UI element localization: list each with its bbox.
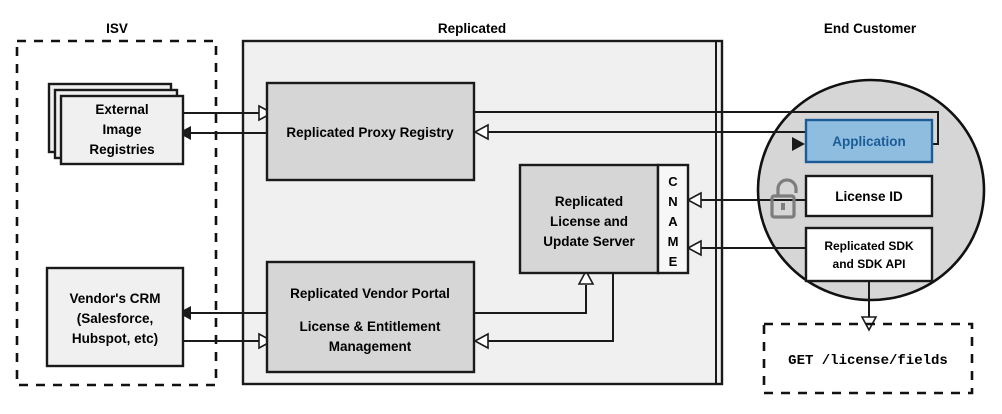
arrowhead-portal-to-crm — [178, 306, 191, 320]
application-box — [804, 118, 934, 164]
arrowhead-license-server-to-portal — [473, 332, 489, 350]
replicated-sdk-label-line-1: Replicated SDK — [824, 239, 914, 253]
zone-title-replicated: Replicated — [438, 21, 506, 36]
arrowhead-registries-to-proxy — [258, 104, 274, 122]
license-server-label-line-3: Update Server — [543, 234, 635, 249]
registries-label-line-1: External — [95, 102, 148, 117]
node-replicated-sdk[interactable]: Replicated SDK and SDK API — [804, 226, 934, 283]
crm-label-line-2: (Salesforce, — [77, 311, 154, 326]
cname-letter-c: C — [668, 174, 678, 189]
license-fields-dashed-box — [762, 322, 974, 395]
arrowhead-application-to-proxy — [473, 123, 489, 141]
proxy-registry-label: Replicated Proxy Registry — [286, 125, 454, 140]
edge-license-server-to-portal — [487, 273, 614, 342]
node-external-image-registries[interactable]: External Image Registries — [47, 82, 185, 166]
node-license-and-update-server[interactable]: Replicated License and Update Server — [518, 163, 660, 275]
license-server-box — [518, 163, 660, 275]
registries-label-line-2: Image — [102, 122, 142, 137]
cname-letter-a: A — [668, 214, 678, 229]
arrowhead-crm-to-portal — [258, 332, 274, 350]
cname-box — [656, 163, 690, 275]
application-label: Application — [832, 134, 906, 149]
node-license-fields-request[interactable]: GET /license/fields — [762, 322, 974, 395]
license-fields-label: GET /license/fields — [788, 353, 948, 369]
node-cname-tab[interactable]: C N A M E — [656, 163, 690, 275]
registries-label-line-3: Registries — [89, 142, 154, 157]
license-server-label-line-2: License and — [550, 214, 628, 229]
vendor-portal-label-line-3: Management — [329, 339, 412, 354]
arrowhead-portal-to-license-server — [577, 269, 595, 285]
edge-portal-to-license-server — [474, 285, 587, 314]
node-license-id[interactable]: License ID — [804, 174, 934, 218]
vendor-portal-label-line-2: License & Entitlement — [299, 319, 441, 334]
arrowhead-proxy-to-registries — [178, 126, 191, 140]
zone-title-end-customer: End Customer — [824, 21, 917, 36]
node-application[interactable]: Application — [804, 118, 934, 164]
replicated-sdk-label-line-2: and SDK API — [833, 257, 906, 271]
cname-letter-m: M — [668, 234, 679, 249]
proxy-registry-box — [265, 81, 476, 182]
arrowhead-licenseid-to-cname — [686, 191, 702, 209]
vendor-portal-label-line-1: Replicated Vendor Portal — [290, 286, 450, 301]
node-replicated-vendor-portal[interactable]: Replicated Vendor Portal License & Entit… — [265, 260, 476, 374]
node-vendors-crm[interactable]: Vendor's CRM (Salesforce, Hubspot, etc) — [45, 266, 185, 368]
crm-box — [45, 266, 185, 368]
unlock-icon — [770, 178, 798, 219]
zone-title-isv: ISV — [106, 21, 128, 36]
arrowhead-sdk-to-cname — [686, 239, 702, 257]
registry-stack-layer-front — [59, 94, 185, 166]
vendor-portal-box — [265, 260, 476, 374]
node-replicated-proxy-registry[interactable]: Replicated Proxy Registry — [265, 81, 476, 182]
license-server-label-line-1: Replicated — [555, 194, 623, 209]
cname-letter-n: N — [668, 194, 677, 209]
crm-label-line-1: Vendor's CRM — [70, 291, 161, 306]
license-id-label: License ID — [835, 189, 903, 204]
arrowhead-proxy-to-application — [792, 137, 805, 151]
crm-label-line-3: Hubspot, etc) — [72, 331, 158, 346]
cname-letter-e: E — [669, 254, 678, 269]
lock-keyhole — [781, 203, 785, 210]
license-id-box — [804, 174, 934, 218]
replicated-sdk-box — [804, 226, 934, 283]
